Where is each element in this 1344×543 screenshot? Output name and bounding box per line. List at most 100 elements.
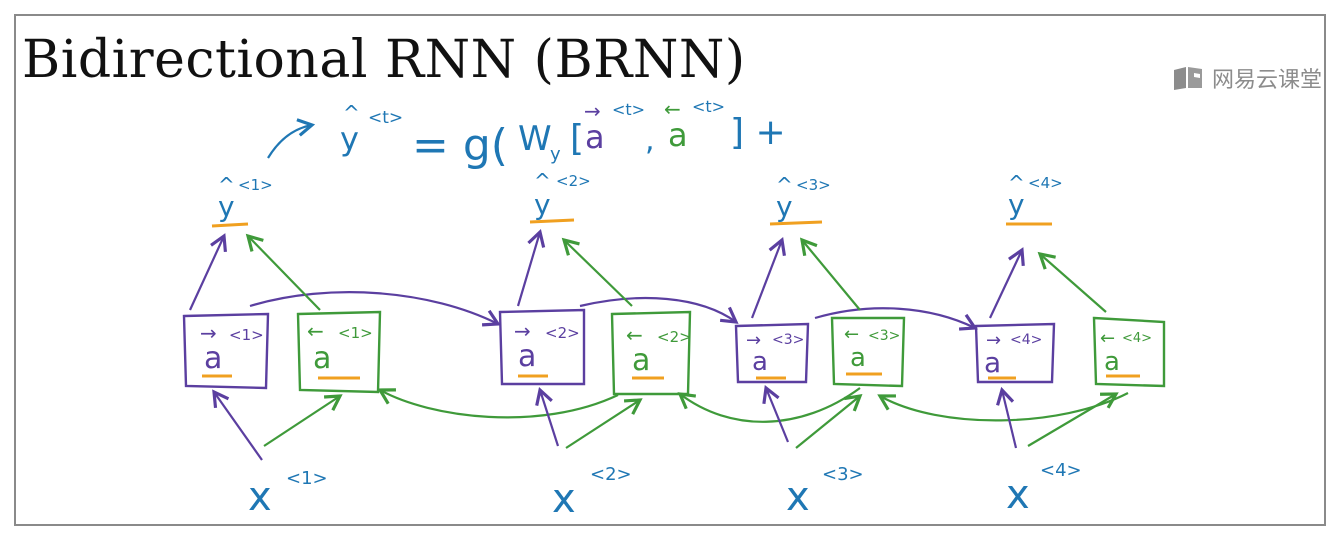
watermark-text: 网易云课堂 [1211,68,1322,93]
output-sup: <2> [556,172,591,190]
watermark: 网易云课堂 [1172,62,1322,94]
forward-cell-arrow: → [746,330,761,351]
forward-cell-sup: <3> [772,332,804,348]
output-equation: ^ y <t> = g( W y [ → a <t> , ← a <t> ] + [267,97,786,171]
forward-cell-box [974,322,1056,384]
input-var: x [786,474,810,520]
eq-yhat-var: y [340,120,359,158]
forward-cell-arrow: → [514,319,531,343]
book-logo-icon [1173,67,1202,90]
fwd-to-output-arrow [750,237,786,319]
backward-cell-box [830,316,906,388]
backward-cell-sup: <1> [338,324,373,342]
eq-bwd-arrow: ← [664,97,681,121]
forward-cell-var: a [984,346,1001,379]
eq-fwd-var: a [585,118,605,156]
fwd-to-output-arrow [189,233,227,311]
eq-W: W [518,119,552,159]
eq-bwd-sup: <t> [692,97,725,116]
output-hat: ^ [1008,171,1025,195]
eq-equals-g: = g( [412,120,508,171]
forward-link-1-2 [249,291,501,327]
forward-cell-var: a [204,341,222,376]
input-to-fwd-arrow [996,386,1018,449]
backward-cell-sup: <2> [657,328,692,346]
output-hat: ^ [534,169,551,193]
input-to-fwd-arrow [535,386,560,447]
forward-cell-box [734,322,810,384]
backward-cell-box [296,310,382,394]
output-var: y [218,190,235,223]
fwd-to-output-arrow [989,247,1025,319]
output-underline [211,222,249,228]
backward-cell-var: a [1104,347,1120,377]
bwd-to-output-arrow [561,237,633,307]
forward-link-3-4 [814,307,978,331]
backward-cell-var: a [313,341,331,376]
input-sup: <3> [822,464,864,485]
eq-bracket-open: [ [570,118,584,159]
input-var: x [248,474,272,520]
backward-cell-arrow: ← [844,324,859,345]
timestep-3: → a <3> ← a <3> ^ y <3> x <3> [734,173,906,520]
eq-bracket-close: ] + [730,112,786,153]
output-var: y [776,190,793,223]
forward-link-2-3 [579,296,739,324]
backward-cell-arrow: ← [1100,328,1115,349]
backward-link-2-1 [377,388,619,419]
input-to-bwd-arrow [263,394,343,447]
input-to-bwd-arrow [565,398,643,449]
forward-cell-arrow: → [200,321,217,345]
slide-title: Bidirectional RNN (BRNN) [22,30,746,90]
input-sup: <4> [1040,460,1082,481]
forward-cell-var: a [752,347,768,377]
forward-cell-sup: <4> [1010,332,1042,348]
input-to-bwd-arrow [795,393,863,449]
eq-fwd-arrow: → [584,99,601,123]
eq-fwd-sup: <t> [612,100,645,119]
output-underline [769,220,823,226]
backward-cell-var: a [850,343,866,373]
output-underline [529,218,575,224]
timestep-2: → a <2> ← a <2> ^ y <2> x <2> [498,169,692,522]
eq-bwd-var: a [668,116,688,154]
eq-W-sub: y [550,144,561,165]
input-var: x [1006,472,1030,518]
output-sup: <3> [796,176,831,194]
bwd-to-output-arrow [245,233,321,311]
input-sup: <2> [590,464,632,485]
forward-cell-box [182,312,270,390]
forward-cell-var: a [518,339,536,374]
output-var: y [1008,188,1025,221]
timestep-1: → a <1> ← a <1> ^ y <1> x <1> [182,173,382,520]
output-sup: <1> [238,176,273,194]
input-to-bwd-arrow [1027,392,1119,447]
forward-cell-sup: <2> [545,324,580,342]
eq-yhat-sup: <t> [368,108,403,128]
output-hat: ^ [218,173,235,197]
output-hat: ^ [776,173,793,197]
input-sup: <1> [286,468,328,489]
backward-cell-sup: <4> [1122,331,1152,346]
backward-recurrence [377,387,1129,423]
backward-cell-arrow: ← [307,319,324,343]
bwd-to-output-arrow [1037,251,1107,313]
backward-cell-arrow: ← [626,323,643,347]
backward-link-3-2 [677,387,861,423]
slide-frame [14,14,1326,526]
input-to-fwd-arrow [212,389,263,461]
backward-cell-var: a [632,343,650,378]
eq-comma: , [645,123,655,158]
fwd-to-output-arrow [516,228,546,307]
backward-cell-box [1092,316,1166,388]
eq-yhat-hat: ^ [343,101,360,125]
backward-cell-box [610,310,692,396]
input-var: x [552,476,576,522]
timestep-4: → a <4> ← a <4> ^ y <4> x <4> [974,171,1166,518]
backward-cell-sup: <3> [868,328,900,344]
forward-cell-sup: <1> [229,326,264,344]
equation-pointer-arrow [267,118,316,159]
bwd-to-output-arrow [799,237,861,311]
forward-cell-arrow: → [986,330,1001,351]
